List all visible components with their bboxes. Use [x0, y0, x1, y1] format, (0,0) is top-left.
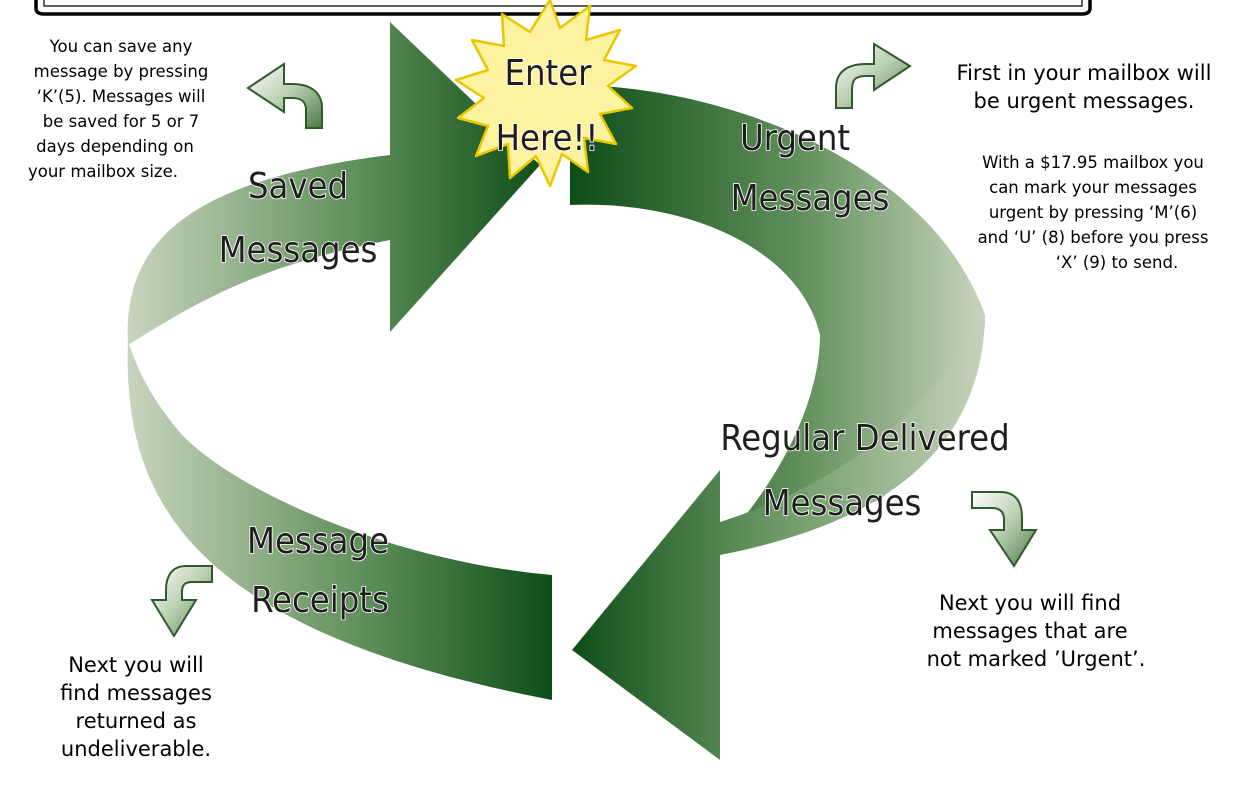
urgent-intro-line2: be urgent messages. [974, 89, 1195, 113]
saved-title-line2: Messages [219, 230, 378, 271]
receipts-note-line4: undeliverable. [61, 737, 211, 761]
receipts-note-line3: returned as [76, 709, 197, 733]
frame-border [34, 0, 1092, 16]
regular-note-line1: Next you will find [939, 591, 1121, 615]
saved-note-line6: your mailbox size. [28, 162, 178, 181]
receipts-title-line2: Receipts [251, 580, 389, 621]
regular-title-line1: Regular Delivered [720, 418, 1009, 459]
saved-note-line1: You can save any [49, 37, 193, 56]
receipts-title-line1: Message [247, 521, 389, 562]
saved-note-line3: ‘K’(5). Messages will [37, 87, 206, 106]
urgent-detail-line2: can mark your messages [989, 178, 1197, 197]
saved-note-line2: message by pressing [34, 62, 209, 81]
urgent-band [570, 85, 985, 545]
urgent-detail-line3: urgent by pressing ‘M’(6) [989, 203, 1197, 222]
urgent-title-line1: Urgent [740, 118, 850, 159]
entry-label-line1: Enter [505, 53, 593, 94]
regular-title-line2: Messages [763, 483, 922, 524]
regular-band [572, 320, 985, 760]
urgent-detail-line4: and ‘U’ (8) before you press [978, 228, 1209, 247]
starburst-icon [454, 0, 638, 188]
bent-arrow-down-icon [971, 491, 1038, 568]
regular-note-line3: not marked ’Urgent’. [927, 647, 1146, 671]
saved-band [127, 22, 540, 345]
saved-note-line4: be saved for 5 or 7 [43, 112, 200, 131]
urgent-detail-line1: With a $17.95 mailbox you [982, 153, 1204, 172]
urgent-title-line2: Messages [731, 178, 890, 219]
urgent-intro-line1: First in your mailbox will [957, 61, 1212, 85]
bent-arrow-down-left-icon [150, 565, 213, 638]
bent-arrow-right-icon [835, 42, 912, 109]
regular-note-line2: messages that are [932, 619, 1127, 643]
saved-title-line1: Saved [248, 166, 348, 207]
bent-arrow-left-icon [246, 62, 323, 129]
saved-note-line5: days depending on [36, 137, 194, 156]
entry-label-line2: Here!! [496, 118, 599, 159]
receipts-note-line2: find messages [60, 681, 212, 705]
receipts-note-line1: Next you will [68, 653, 204, 677]
urgent-detail-line5: ‘X’ (9) to send. [1056, 253, 1178, 272]
receipts-band [127, 340, 552, 700]
